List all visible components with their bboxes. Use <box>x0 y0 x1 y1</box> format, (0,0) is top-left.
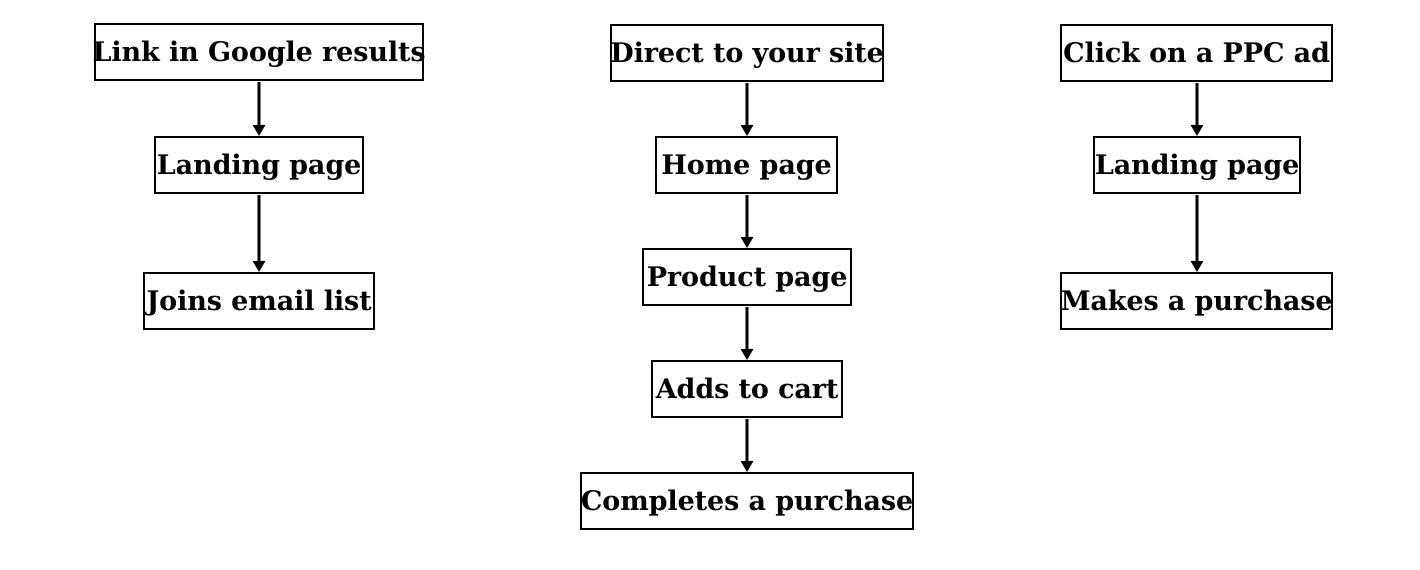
flow-node-label: Link in Google results <box>92 36 426 68</box>
flow-node-link-in-google-results[interactable]: Link in Google results <box>92 23 426 81</box>
flow-node-label: Adds to cart <box>655 373 839 405</box>
flow-node-home-page[interactable]: Home page <box>655 136 838 194</box>
arrow-c2n2-to-c2n3 <box>736 194 758 248</box>
flow-node-joins-email-list[interactable]: Joins email list <box>143 272 375 330</box>
flow-node-label: Completes a purchase <box>580 485 914 517</box>
arrow-c3n1-to-c3n2 <box>1186 82 1208 136</box>
flow-node-landing-page[interactable]: Landing page <box>1093 136 1301 194</box>
flow-node-adds-to-cart[interactable]: Adds to cart <box>651 360 843 418</box>
flow-node-makes-a-purchase[interactable]: Makes a purchase <box>1060 272 1333 330</box>
flow-node-label: Landing page <box>1094 149 1300 181</box>
arrow-c1n2-to-c1n3 <box>248 194 270 272</box>
flow-node-label: Joins email list <box>146 285 372 317</box>
flow-node-label: Product page <box>646 261 848 293</box>
arrow-c2n1-to-c2n2 <box>736 82 758 136</box>
flow-node-product-page[interactable]: Product page <box>642 248 852 306</box>
arrow-c3n2-to-c3n3 <box>1186 194 1208 272</box>
flow-node-label: Direct to your site <box>610 37 884 69</box>
flow-node-label: Click on a PPC ad <box>1063 37 1330 69</box>
flow-node-click-on-a-ppc-ad[interactable]: Click on a PPC ad <box>1060 24 1333 82</box>
arrow-c2n4-to-c2n5 <box>736 418 758 472</box>
flow-node-label: Home page <box>661 149 832 181</box>
arrow-c2n3-to-c2n4 <box>736 306 758 360</box>
arrow-c1n1-to-c1n2 <box>248 81 270 136</box>
flow-node-label: Makes a purchase <box>1060 285 1333 317</box>
flow-node-landing-page[interactable]: Landing page <box>154 136 364 194</box>
flow-node-direct-to-your-site[interactable]: Direct to your site <box>610 24 884 82</box>
flow-node-completes-a-purchase[interactable]: Completes a purchase <box>580 472 914 530</box>
flow-node-label: Landing page <box>156 149 362 181</box>
